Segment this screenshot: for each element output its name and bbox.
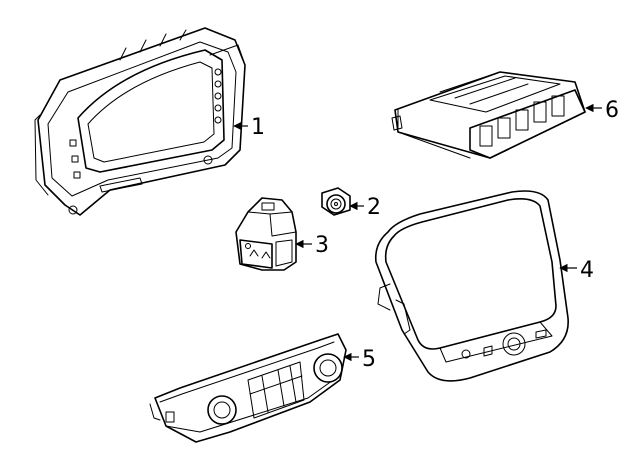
callout-3: 3 bbox=[295, 233, 329, 258]
climate-panel-drawing bbox=[149, 333, 347, 443]
callout-6: 6 bbox=[585, 98, 619, 123]
switch-assembly-drawing bbox=[235, 197, 297, 271]
callout-label: 4 bbox=[580, 258, 594, 283]
callout-label: 6 bbox=[605, 98, 619, 123]
callout-label: 1 bbox=[251, 115, 265, 140]
callout-label: 2 bbox=[367, 195, 381, 220]
round-switch-drawing bbox=[321, 187, 351, 216]
instrument-cluster-drawing bbox=[34, 27, 246, 216]
callout-1: 1 bbox=[233, 115, 265, 140]
control-module-drawing bbox=[391, 71, 586, 159]
callout-4: 4 bbox=[559, 258, 594, 283]
callout-2: 2 bbox=[349, 195, 381, 220]
callout-5: 5 bbox=[343, 347, 376, 372]
callout-label: 5 bbox=[362, 347, 376, 372]
callout-label: 3 bbox=[315, 233, 329, 258]
display-unit-drawing bbox=[374, 190, 569, 382]
